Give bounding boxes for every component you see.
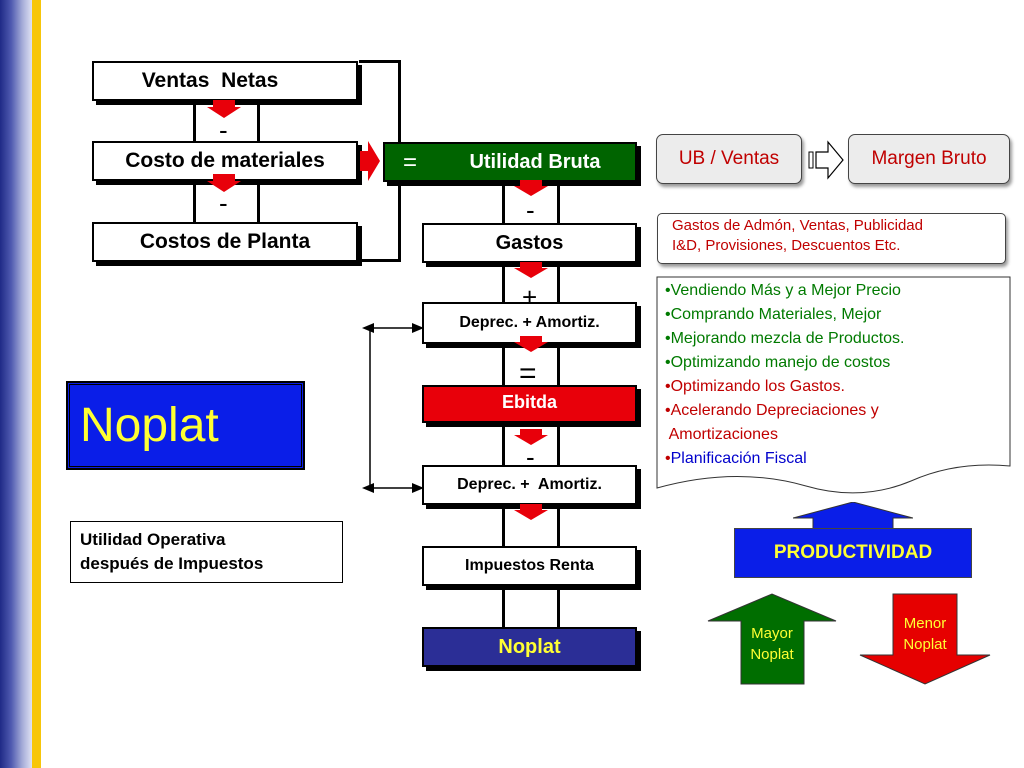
down-arrow-icon <box>514 336 548 352</box>
connector-pipe <box>502 424 560 466</box>
costo-materiales-label: Costo de materiales <box>125 149 325 172</box>
ventas-netas-box: Ventas Netas <box>92 61 358 101</box>
gastos-detail-line: Gastos de Admón, Ventas, Publicidad <box>672 217 923 234</box>
deprec-amortiz-sub-box: Deprec. + Amortiz. <box>422 465 637 505</box>
connector-pipe <box>502 182 560 224</box>
mayor-noplat-text: Mayor Noplat <box>740 623 804 665</box>
deprec-amortiz-add-box: Deprec. + Amortiz. <box>422 302 637 344</box>
lever-item: •Acelerando Depreciaciones y <box>665 402 879 419</box>
menor-noplat-down-arrow-icon <box>859 593 991 685</box>
lever-item: •Mejorando mezcla de Productos. <box>665 330 905 347</box>
menor-noplat-text: Menor Noplat <box>892 613 958 655</box>
levers-note-shape <box>656 276 1011 494</box>
gastos-label: Gastos <box>495 231 564 254</box>
equals-sign: = <box>403 149 418 176</box>
levers-list: •Vendiendo Más y a Mejor Precio •Comprand… <box>665 279 905 471</box>
connector-pipe <box>193 180 260 225</box>
deprec-amortiz-add-label: Deprec. + Amortiz. <box>459 314 600 331</box>
lever-item: •Optimizando los Gastos. <box>665 378 845 395</box>
gastos-box: Gastos <box>422 223 637 263</box>
gastos-detail-line: I&D, Provisiones, Descuentos Etc. <box>672 237 901 254</box>
connector-pipe <box>502 586 560 628</box>
minus-sign: - <box>526 195 535 225</box>
connector-pipe <box>502 505 560 547</box>
productividad-box: PRODUCTIVIDAD <box>734 528 972 578</box>
gastos-detail-note: Gastos de Admón, Ventas, Publicidad I&D,… <box>657 213 1006 264</box>
lever-text: Planificación Fiscal <box>670 450 807 467</box>
mayor-noplat-up-arrow-icon <box>707 593 837 685</box>
lever-item: •Planificación Fiscal <box>665 447 905 471</box>
menor-noplat-label: Noplat <box>903 636 947 653</box>
menor-label: Menor <box>903 615 947 632</box>
deprec-link-arrow-icon <box>362 323 424 493</box>
lever-item: •Vendiendo Más y a Mejor Precio <box>665 282 901 299</box>
utilidad-bruta-label: Utilidad Bruta <box>469 150 601 173</box>
mayor-label: Mayor <box>751 625 793 642</box>
definition-line: después de Impuestos <box>80 554 264 573</box>
down-arrow-icon <box>207 174 241 192</box>
noplat-title: Noplat <box>80 399 219 452</box>
down-arrow-icon <box>514 504 548 520</box>
utilidad-bruta-box: = Utilidad Bruta <box>383 142 637 182</box>
down-arrow-icon <box>514 180 548 196</box>
margen-bruto-label: Margen Bruto <box>871 148 987 169</box>
costos-planta-box: Costos de Planta <box>92 222 358 262</box>
productividad-label: PRODUCTIVIDAD <box>773 542 933 563</box>
ub-ventas-box: UB / Ventas <box>656 134 802 184</box>
ventas-netas-label: Ventas Netas <box>141 69 279 92</box>
down-arrow-icon <box>207 100 241 118</box>
definition-box: Utilidad Operativa después de Impuestos <box>70 521 343 583</box>
minus-sign: - <box>219 188 228 218</box>
down-arrow-icon <box>514 262 548 278</box>
lever-item: •Comprando Materiales, Mejor <box>665 306 882 323</box>
implies-arrow-icon <box>808 140 844 180</box>
minus-sign: - <box>219 115 228 145</box>
deprec-amortiz-sub-label: Deprec. + Amortiz. <box>457 476 602 493</box>
costos-planta-label: Costos de Planta <box>139 230 311 253</box>
bullet: • <box>665 450 671 467</box>
impuestos-renta-label: Impuestos Renta <box>465 557 594 574</box>
noplat-result-box: Noplat <box>422 627 637 667</box>
noplat-result-label: Noplat <box>498 635 561 658</box>
definition-line: Utilidad Operativa <box>80 530 226 549</box>
ub-ventas-label: UB / Ventas <box>678 148 780 169</box>
margen-bruto-box: Margen Bruto <box>848 134 1010 184</box>
right-arrow-icon <box>360 141 380 181</box>
minus-sign: - <box>526 442 535 472</box>
connector-pipe <box>502 262 560 304</box>
lever-item: Amortizaciones <box>665 426 778 443</box>
connector-pipe <box>193 100 260 145</box>
equals-sign: = <box>519 357 537 390</box>
lever-item: •Optimizando manejo de costos <box>665 354 891 371</box>
mayor-noplat-label: Noplat <box>750 646 794 663</box>
connector-pipe <box>502 343 560 385</box>
down-arrow-icon <box>514 429 548 445</box>
ebitda-label: Ebitda <box>501 392 557 412</box>
yellow-stripe <box>32 0 41 768</box>
noplat-title-box: Noplat <box>66 381 305 470</box>
impuestos-renta-box: Impuestos Renta <box>422 546 637 586</box>
left-decorative-bar <box>0 0 32 768</box>
ebitda-box: Ebitda <box>422 385 637 423</box>
